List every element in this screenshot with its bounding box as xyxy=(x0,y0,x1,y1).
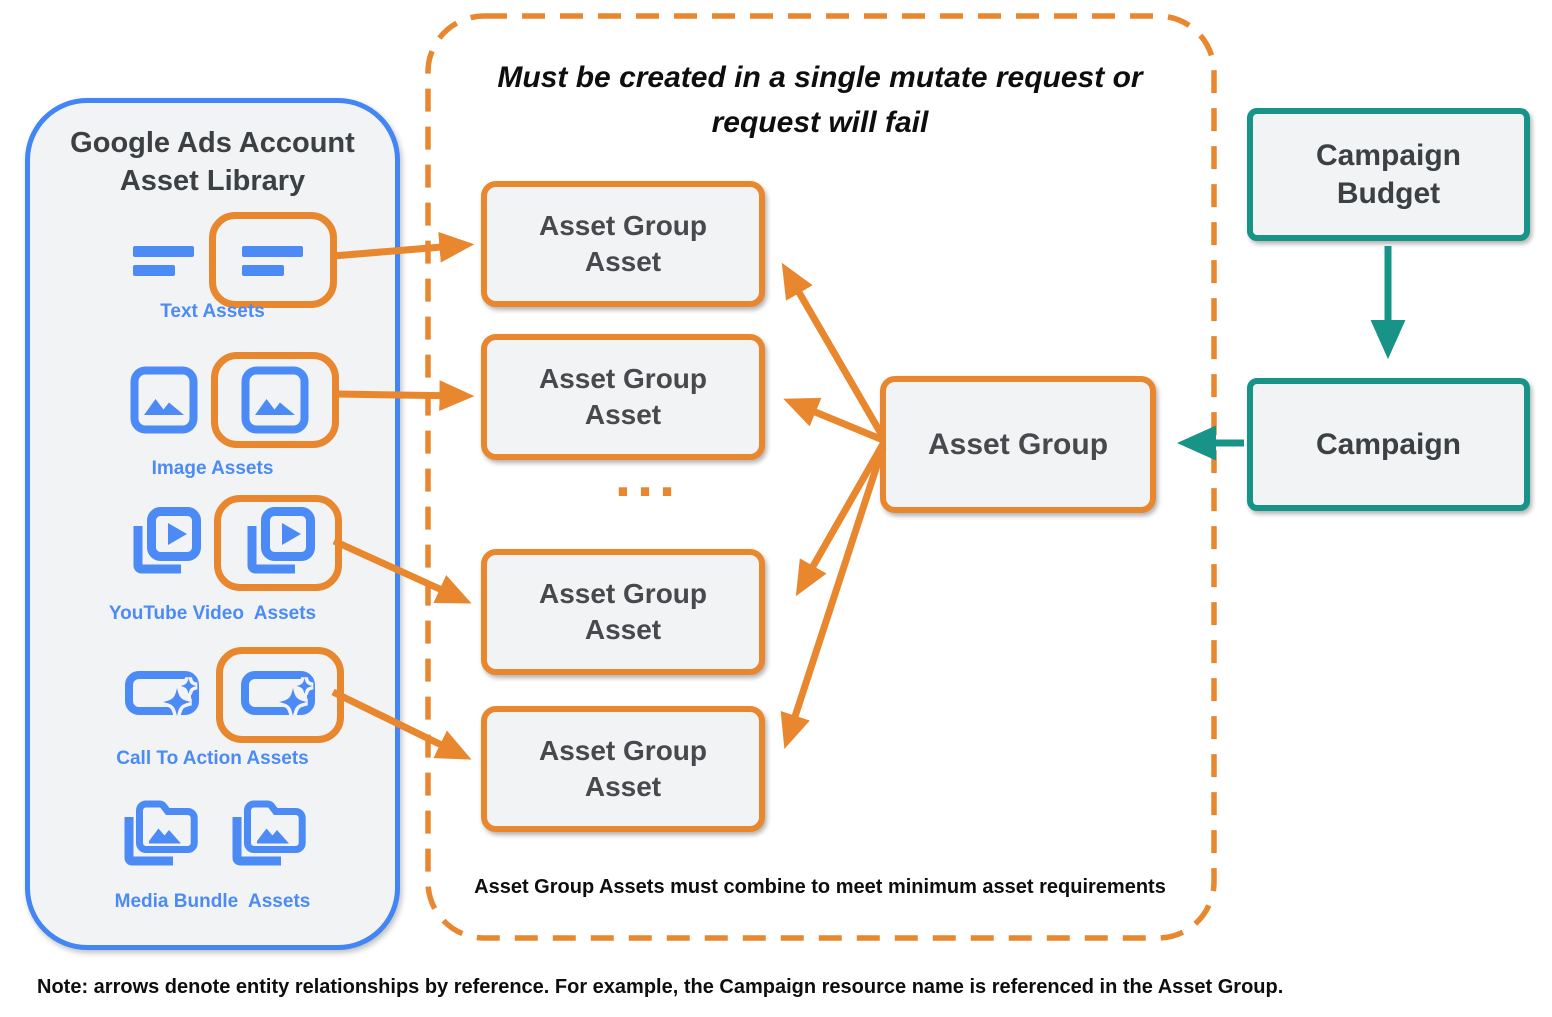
image-asset-highlight-box xyxy=(211,352,339,448)
youtube-video-assets-label: YouTube Video Assets xyxy=(108,603,317,624)
asset-group-label: Asset Group xyxy=(927,428,1109,461)
campaign-label: Campaign xyxy=(1315,427,1462,461)
asset-group-asset-label: Asset Group Asset xyxy=(538,362,708,430)
asset-group-asset-box-4: Asset Group Asset xyxy=(481,706,765,832)
mutate-request-title: Must be created in a single mutate reque… xyxy=(497,61,1143,139)
text-asset-icons xyxy=(52,211,417,309)
asset-group-asset-box-3: Asset Group Asset xyxy=(481,549,765,675)
campaign-box: Campaign xyxy=(1247,378,1530,511)
text-asset-highlight-box xyxy=(209,212,337,308)
image-asset-icon xyxy=(241,366,309,434)
mutate-request-footnote: Asset Group Assets must combine to meet … xyxy=(474,876,1166,898)
media-bundle-asset-icon xyxy=(124,800,198,866)
image-assets-label: Image Assets xyxy=(151,458,274,479)
asset-group-asset-box-1: Asset Group Asset xyxy=(481,181,765,307)
campaign-budget-box: Campaign Budget xyxy=(1247,108,1530,241)
media-bundle-assets-label: Media Bundle Assets xyxy=(114,891,311,912)
asset-group-asset-label: Asset Group Asset xyxy=(538,209,708,277)
asset-group-box: Asset Group xyxy=(880,376,1156,513)
media-bundle-asset-icons xyxy=(30,790,395,876)
campaign-budget-label: Campaign Budget xyxy=(1315,139,1462,210)
image-asset-icons xyxy=(52,351,417,449)
asset-library-panel: Google Ads Account Asset Library Text As… xyxy=(25,98,400,950)
call-to-action-assets-label: Call To Action Assets xyxy=(116,748,309,769)
asset-group-asset-label: Asset Group Asset xyxy=(538,577,708,645)
text-asset-icon xyxy=(242,246,303,276)
youtube-video-asset-icons xyxy=(52,493,417,593)
diagram-note: Note: arrows denote entity relationships… xyxy=(37,976,1284,998)
asset-group-asset-box-2: Asset Group Asset xyxy=(481,334,765,460)
asset-group-asset-label: Asset Group Asset xyxy=(538,734,708,802)
youtube-video-asset-icon xyxy=(133,507,201,574)
youtube-video-asset-highlight-box xyxy=(214,495,342,591)
ellipsis-more-assets: ... xyxy=(614,444,682,509)
media-bundle-asset-icon xyxy=(232,800,306,866)
call-to-action-asset-highlight-box xyxy=(216,647,344,743)
youtube-video-asset-icon xyxy=(247,507,315,574)
call-to-action-asset-icon xyxy=(125,671,199,717)
asset-library-title: Google Ads Account Asset Library xyxy=(70,127,355,197)
image-asset-icon xyxy=(130,366,198,434)
call-to-action-asset-icons xyxy=(52,646,417,744)
call-to-action-asset-icon xyxy=(241,671,315,717)
text-asset-icon xyxy=(133,246,194,276)
text-assets-label: Text Assets xyxy=(160,301,265,322)
